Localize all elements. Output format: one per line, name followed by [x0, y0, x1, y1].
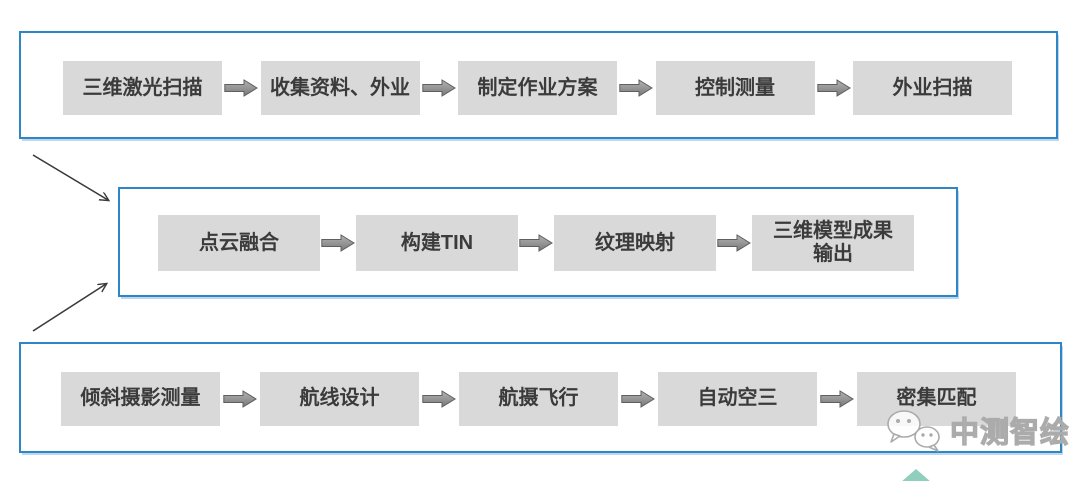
block-arrow-icon: [621, 389, 655, 408]
block-arrow-icon: [321, 234, 355, 252]
block-arrow-icon: [224, 79, 259, 97]
connector-arrow-bottom-to-middle: [32, 284, 106, 332]
flow-group-model-build: 点云融合构建TIN 纹理映射三维模型成果 输出: [118, 187, 958, 297]
flow-step-box: 构建TIN: [356, 215, 518, 271]
block-arrow-icon: [820, 389, 854, 408]
watermark: 中测智绘: [884, 408, 1070, 452]
flow-step-box: 点云融合: [158, 215, 320, 271]
flow-step-box: 外业扫描: [853, 61, 1012, 115]
flow-step-box: 倾斜摄影测量: [61, 371, 220, 426]
flow-step-box: 纹理映射: [554, 215, 716, 271]
flow-step-box: 制定作业方案: [458, 61, 617, 115]
block-arrow-icon: [717, 234, 751, 252]
flow-step-box: 三维激光扫描: [63, 61, 222, 115]
flow-step-box: 航摄飞行: [459, 371, 618, 426]
flow-step-box: 自动空三: [658, 371, 817, 426]
flow-step-box: 航线设计: [260, 371, 419, 426]
teal-triangle-decoration: [893, 469, 939, 481]
block-arrow-icon: [422, 389, 456, 408]
flow-step-box: 密集匹配: [857, 371, 1016, 426]
block-arrow-icon: [817, 79, 851, 97]
block-arrow-icon: [519, 234, 553, 252]
flow-step-box: 控制测量: [655, 61, 815, 115]
block-arrow-icon: [223, 389, 257, 408]
watermark-text: 中测智绘: [949, 416, 1071, 449]
flow-step-box: 三维模型成果 输出: [752, 215, 914, 271]
flow-group-laser-scan: 三维激光扫描收集资料、外业制定作业方案控制测量外业扫描: [19, 31, 1058, 139]
flow-group-oblique-photo: 倾斜摄影测量航线设计航摄飞行自动空三密集匹配: [19, 342, 1062, 453]
block-arrow-icon: [422, 79, 456, 97]
wechat-icon: [887, 410, 940, 452]
connector-arrow-top-to-middle: [32, 154, 108, 200]
flow-step-box: 收集资料、外业: [260, 61, 420, 115]
block-arrow-icon: [619, 79, 654, 97]
